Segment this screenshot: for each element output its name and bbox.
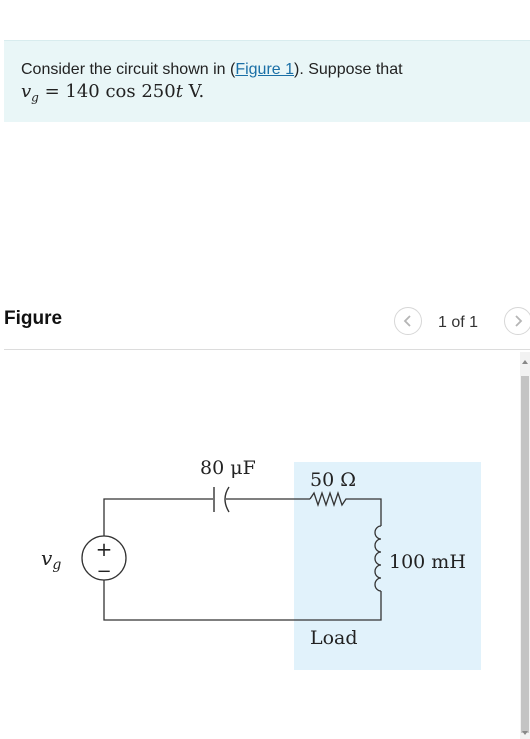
- equation-subscript: g: [31, 90, 39, 105]
- figure-1-link[interactable]: Figure 1: [235, 61, 295, 78]
- capacitor-symbol: [213, 486, 230, 513]
- circuit-diagram: 80 μF 50 Ω 100 mH + − vg Load: [41, 457, 481, 670]
- resistor-symbol: [309, 490, 348, 508]
- figure-pager: 1 of 1: [390, 306, 530, 340]
- load-region: [294, 462, 481, 670]
- problem-statement-box: Consider the circuit shown in (Figure 1)…: [4, 40, 530, 122]
- figure-heading: Figure: [4, 308, 63, 329]
- problem-text: Consider the circuit shown in (Figure 1)…: [21, 61, 403, 79]
- chevron-left-icon: [403, 315, 411, 327]
- scroll-down-icon[interactable]: [522, 731, 528, 735]
- voltage-equation: vg = 140 cos 250t V.: [21, 81, 204, 105]
- equation-unit: V.: [182, 81, 205, 102]
- figure-scrollbar[interactable]: [520, 352, 530, 739]
- problem-after-link-text: ). Suppose that: [294, 61, 403, 78]
- inductor-symbol: [374, 525, 382, 592]
- next-figure-button[interactable]: [504, 307, 530, 335]
- equation-variable: v: [21, 81, 32, 102]
- circuit-wires: [103, 498, 382, 621]
- scroll-up-icon[interactable]: [522, 360, 528, 364]
- figure-page-indicator: 1 of 1: [438, 314, 479, 331]
- inductor-label: 100 mH: [389, 551, 466, 573]
- source-minus-sign: −: [96, 561, 111, 582]
- previous-figure-button[interactable]: [394, 307, 422, 335]
- resistor-label: 50 Ω: [310, 469, 356, 491]
- scroll-thumb[interactable]: [521, 376, 529, 733]
- source-label: vg: [41, 546, 61, 573]
- chevron-right-icon: [515, 315, 523, 327]
- load-label: Load: [310, 627, 358, 649]
- problem-intro-text: Consider the circuit shown in (: [21, 61, 236, 78]
- source-plus-sign: +: [96, 537, 113, 561]
- figure-divider: [4, 349, 530, 350]
- equation-time-variable: t: [175, 81, 183, 102]
- capacitor-label: 80 μF: [200, 457, 256, 479]
- voltage-source-symbol: [81, 535, 127, 581]
- equation-body: = 140 cos 250: [38, 81, 176, 102]
